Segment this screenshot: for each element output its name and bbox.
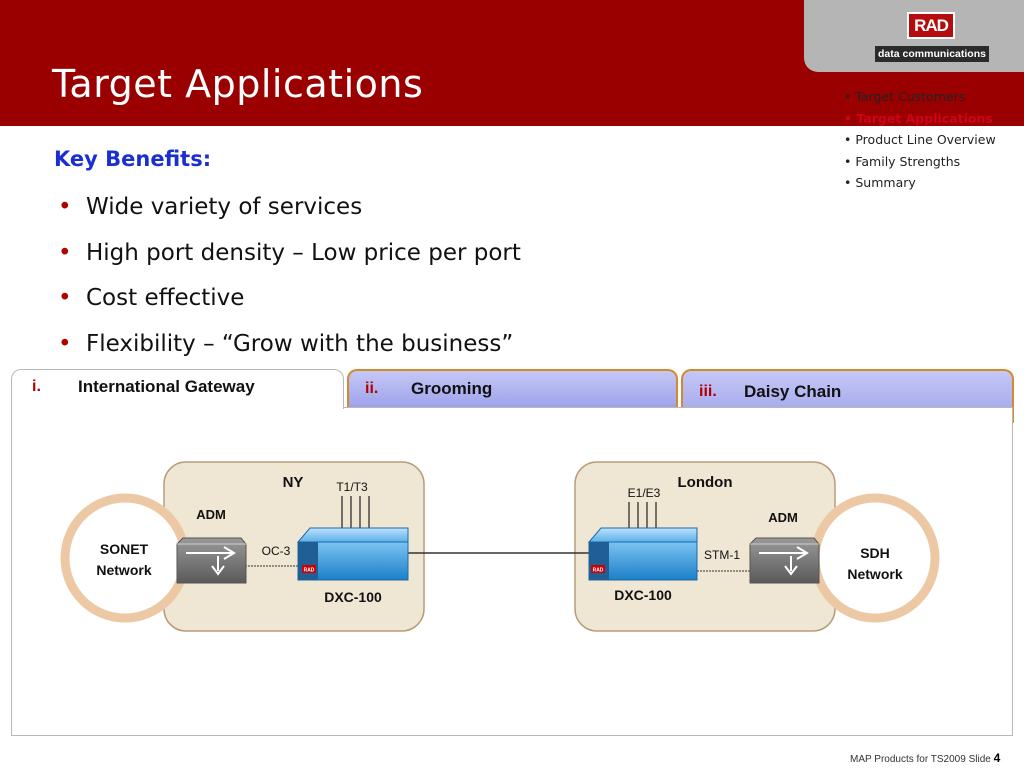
- bullet-dot: •: [58, 285, 72, 311]
- nav-item-target-customers[interactable]: • Target Customers: [844, 86, 996, 108]
- dxc-100-label: DXC-100: [614, 587, 672, 603]
- rad-badge-text: RAD: [593, 568, 604, 574]
- slide-title: Target Applications: [52, 62, 424, 106]
- benefit-item: • High port density – Low price per port: [58, 236, 521, 282]
- benefit-item: • Cost effective: [58, 281, 521, 327]
- nav-item-label: Product Line Overview: [855, 132, 996, 147]
- tab-number: i.: [32, 378, 41, 395]
- rad-logo: RAD: [907, 12, 955, 39]
- nav-bullet: •: [844, 132, 852, 147]
- nav-bullet: •: [844, 175, 852, 190]
- adm-device-icon: [749, 537, 820, 584]
- key-benefits-title: Key Benefits:: [54, 147, 212, 171]
- tab-number: iii.: [699, 383, 717, 400]
- adm-label: ADM: [196, 507, 226, 522]
- tab-label: Grooming: [411, 379, 493, 398]
- benefit-text: Cost effective: [86, 285, 245, 311]
- nav-bullet: •: [844, 89, 852, 104]
- oc3-label: OC-3: [262, 544, 291, 558]
- adm-label: ADM: [768, 510, 798, 525]
- nav-item-target-applications[interactable]: • Target Applications: [844, 108, 996, 130]
- slide-footer: MAP Products for TS2009 Slide 4: [850, 751, 1000, 765]
- dxc-100-device-icon: [587, 527, 698, 581]
- benefits-list: • Wide variety of services • High port den…: [58, 190, 521, 372]
- nav-item-label: Family Strengths: [855, 153, 961, 169]
- adm-device-icon: [176, 537, 247, 584]
- dxc-100-label: DXC-100: [324, 589, 382, 605]
- footer-text: MAP Products for TS2009 Slide: [850, 754, 994, 765]
- nav-item-label: Target Customers: [855, 89, 966, 104]
- bullet-dot: •: [58, 194, 72, 220]
- nav-item-label: Target Applications: [856, 110, 993, 126]
- nav-item-summary[interactable]: • Summary: [844, 172, 996, 194]
- ny-site-label: NY: [283, 474, 304, 491]
- rad-badge: [591, 565, 605, 573]
- tab-international-gateway[interactable]: i. International Gateway: [11, 369, 344, 409]
- london-tributary-lines: [628, 502, 657, 528]
- bullet-dot: •: [58, 239, 72, 266]
- nav-item-label: Summary: [855, 175, 916, 190]
- stm1-label: STM-1: [704, 548, 740, 562]
- tab-grooming[interactable]: ii. Grooming: [347, 369, 678, 408]
- sonet-network-ring: [60, 493, 190, 623]
- benefit-text: Flexibility – “Grow with the business”: [86, 330, 514, 357]
- ny-tributary-lines: [341, 496, 370, 528]
- rad-badge: [302, 565, 316, 573]
- agenda-nav: • Target Customers • Target Applications…: [844, 86, 996, 194]
- sonet-network-label: Network: [96, 562, 151, 578]
- tab-label: Daisy Chain: [744, 382, 842, 401]
- benefit-text: Wide variety of services: [86, 194, 363, 220]
- sdh-network-label: Network: [847, 566, 902, 582]
- london-site-label: London: [678, 474, 733, 491]
- benefit-text: High port density – Low price per port: [86, 239, 521, 266]
- nav-item-product-line-overview[interactable]: • Product Line Overview: [844, 129, 996, 151]
- tab-number: ii.: [365, 380, 379, 397]
- t1-t3-label: T1/T3: [336, 480, 368, 494]
- logo-tagline: data communications: [875, 46, 989, 62]
- rad-badge-text: RAD: [304, 568, 315, 574]
- sonet-network-label: SONET: [100, 541, 149, 557]
- slide-number: 4: [993, 751, 1001, 765]
- benefit-item: • Wide variety of services: [58, 190, 521, 236]
- nav-bullet: •: [844, 153, 852, 169]
- bullet-dot: •: [58, 330, 72, 357]
- tab-label: International Gateway: [78, 377, 255, 396]
- nav-item-family-strengths[interactable]: • Family Strengths: [844, 151, 996, 173]
- sdh-network-label: SDH: [860, 545, 890, 561]
- e1-e3-label: E1/E3: [628, 486, 661, 500]
- benefit-item: • Flexibility – “Grow with the business”: [58, 327, 521, 373]
- nav-bullet: •: [844, 110, 852, 126]
